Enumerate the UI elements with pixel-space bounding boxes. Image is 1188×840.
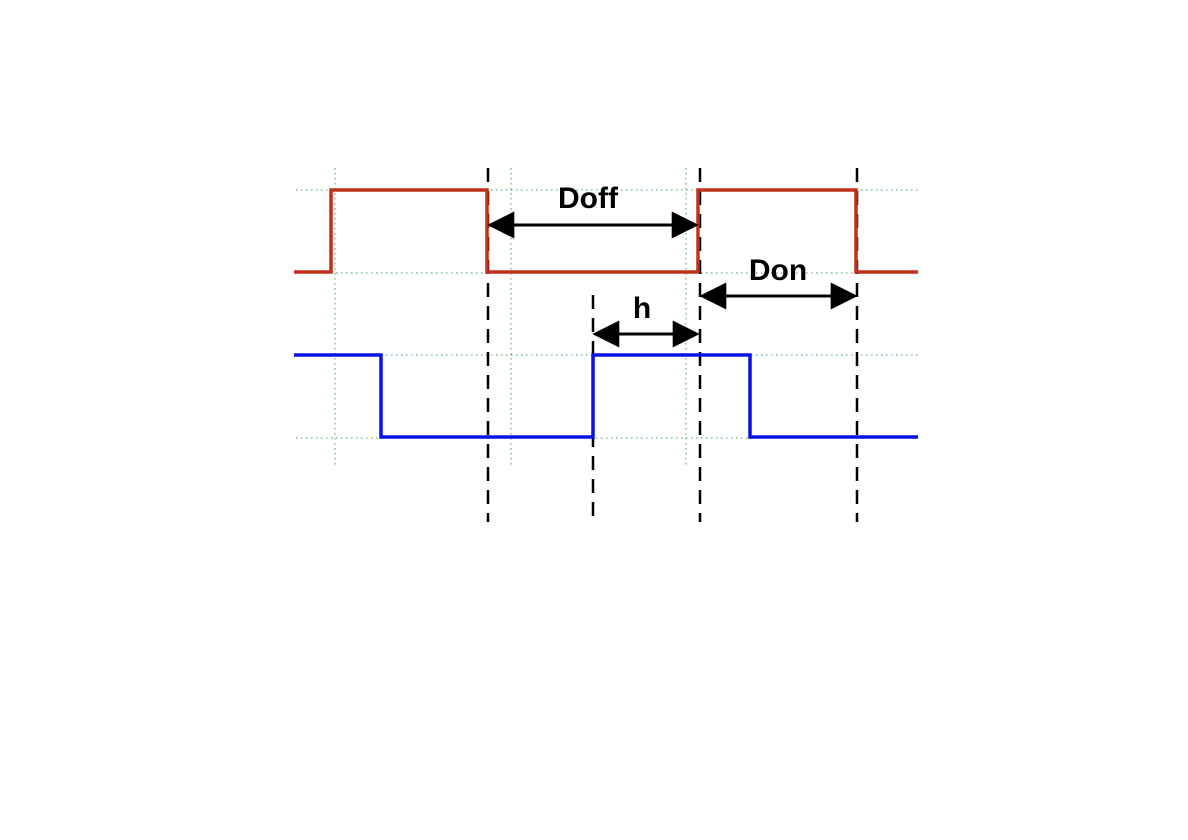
h-label: h bbox=[633, 292, 651, 325]
bottom-signal-waveform bbox=[294, 353, 918, 439]
marker-lines bbox=[486, 168, 859, 522]
don-label: Don bbox=[749, 254, 807, 287]
doff-label: Doff bbox=[558, 182, 619, 215]
top-signal-waveform bbox=[294, 188, 918, 274]
